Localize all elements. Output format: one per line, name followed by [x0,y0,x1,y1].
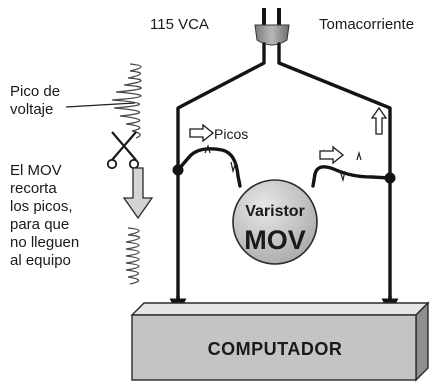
varistor-right-lead [311,165,392,188]
mov-label: MOV [244,225,306,255]
supply-voltage-label: 115 VCA [150,16,209,33]
power-plug-icon [254,8,290,46]
spike-label-line1: Pico de [10,83,60,100]
explanation-line-6: al equipo [10,252,71,269]
spike-glyph-down-right [339,170,346,183]
clipped-waveform [125,227,141,285]
picos-label: Picos [214,126,248,142]
explanation-line-4: para que [10,216,69,233]
varistor-left-lead [176,147,242,188]
right-supply-wire [277,42,392,302]
right-arrow-icon [189,123,215,143]
outlet-label: Tomacorriente [319,16,414,33]
varistor-disk [232,179,318,265]
computer-label: COMPUTADOR [208,339,343,359]
spike-glyph-up-far-right [356,150,362,161]
voltage-spike-waveform [111,63,142,139]
spike-leader-line [65,102,136,108]
explanation-line-5: no lleguen [10,234,79,251]
explanation-line-1: El MOV [10,162,62,179]
explanation-line-3: los picos, [10,198,73,215]
left-supply-wire [176,42,266,302]
right-arrow-icon [319,145,345,165]
down-arrow-icon [122,167,154,220]
varistor-label: Varistor [245,203,305,220]
scissors-icon [106,131,140,170]
explanation-line-2: recorta [10,180,57,197]
spike-glyph-up-left [204,144,211,154]
computer-box [130,301,430,382]
spike-label-line2: voltaje [10,101,53,118]
up-arrow-icon [370,106,388,135]
spike-glyph-down-left [230,161,237,174]
explanation-text: El MOV recorta los picos, para que no ll… [10,162,79,269]
